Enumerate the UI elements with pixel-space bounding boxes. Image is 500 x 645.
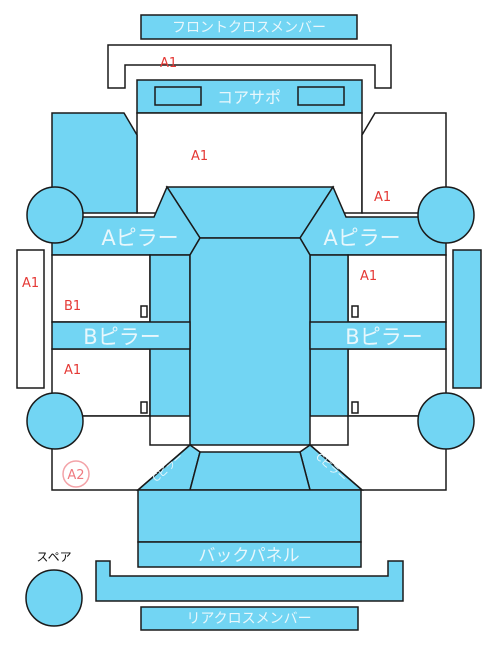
cabin-body[interactable] bbox=[189, 237, 311, 446]
right-front-door[interactable] bbox=[347, 254, 447, 323]
b-pillar-left-label: Bピラー bbox=[83, 325, 160, 349]
back-panel[interactable] bbox=[137, 541, 362, 568]
front-cross-member-panel[interactable] bbox=[140, 14, 358, 40]
spare-tire[interactable] bbox=[25, 569, 83, 627]
wheel-rear-right[interactable] bbox=[417, 392, 475, 450]
right-front-fender[interactable] bbox=[361, 112, 447, 214]
marker-left-b: B1 bbox=[64, 299, 81, 314]
right-front-door-handle bbox=[351, 305, 359, 318]
spare-label: スペア bbox=[36, 550, 71, 564]
left-front-door-handle bbox=[140, 305, 148, 318]
marker-right-mid: A1 bbox=[360, 269, 377, 284]
front-cross-member-label: フロントクロスメンバー bbox=[172, 20, 326, 36]
core-support-label: コアサポ bbox=[217, 88, 281, 107]
front-bracket-outline[interactable] bbox=[107, 44, 392, 89]
back-panel-label: バックパネル bbox=[198, 546, 299, 566]
wheel-front-right[interactable] bbox=[417, 186, 475, 244]
wheel-rear-left[interactable] bbox=[26, 392, 84, 450]
marker-right-front: A1 bbox=[374, 190, 391, 205]
marker-a2-circle bbox=[62, 460, 90, 488]
b-pillar-right-label: Bピラー bbox=[345, 325, 422, 349]
core-support-right-slot[interactable] bbox=[297, 86, 345, 106]
marker-a2-label: A2 bbox=[67, 468, 84, 483]
marker-left-rear: A1 bbox=[64, 363, 81, 378]
rear-cross-member-label: リアクロスメンバー bbox=[186, 611, 311, 627]
trunk-lid[interactable] bbox=[189, 451, 311, 491]
rear-bracket[interactable] bbox=[95, 560, 404, 602]
marker-front-member: A1 bbox=[160, 56, 177, 71]
right-rear-door-handle bbox=[351, 401, 359, 414]
marker-left-side: A1 bbox=[22, 276, 39, 291]
marker-core-area: A1 bbox=[191, 149, 208, 164]
left-side-sill[interactable] bbox=[16, 249, 45, 389]
wheel-front-left[interactable] bbox=[26, 186, 84, 244]
rear-cross-member-panel[interactable] bbox=[140, 606, 359, 631]
left-rear-door-handle bbox=[140, 401, 148, 414]
core-support-left-slot[interactable] bbox=[154, 86, 202, 106]
left-front-door[interactable] bbox=[51, 254, 151, 323]
b-pillar-right-panel[interactable] bbox=[309, 321, 447, 350]
rear-floor-panel[interactable] bbox=[137, 489, 362, 543]
a-pillar-right-label: Aピラー bbox=[323, 226, 400, 250]
b-pillar-left-panel[interactable] bbox=[51, 321, 191, 350]
right-side-sill[interactable] bbox=[452, 249, 482, 389]
a-pillar-left-label: Aピラー bbox=[101, 226, 178, 250]
